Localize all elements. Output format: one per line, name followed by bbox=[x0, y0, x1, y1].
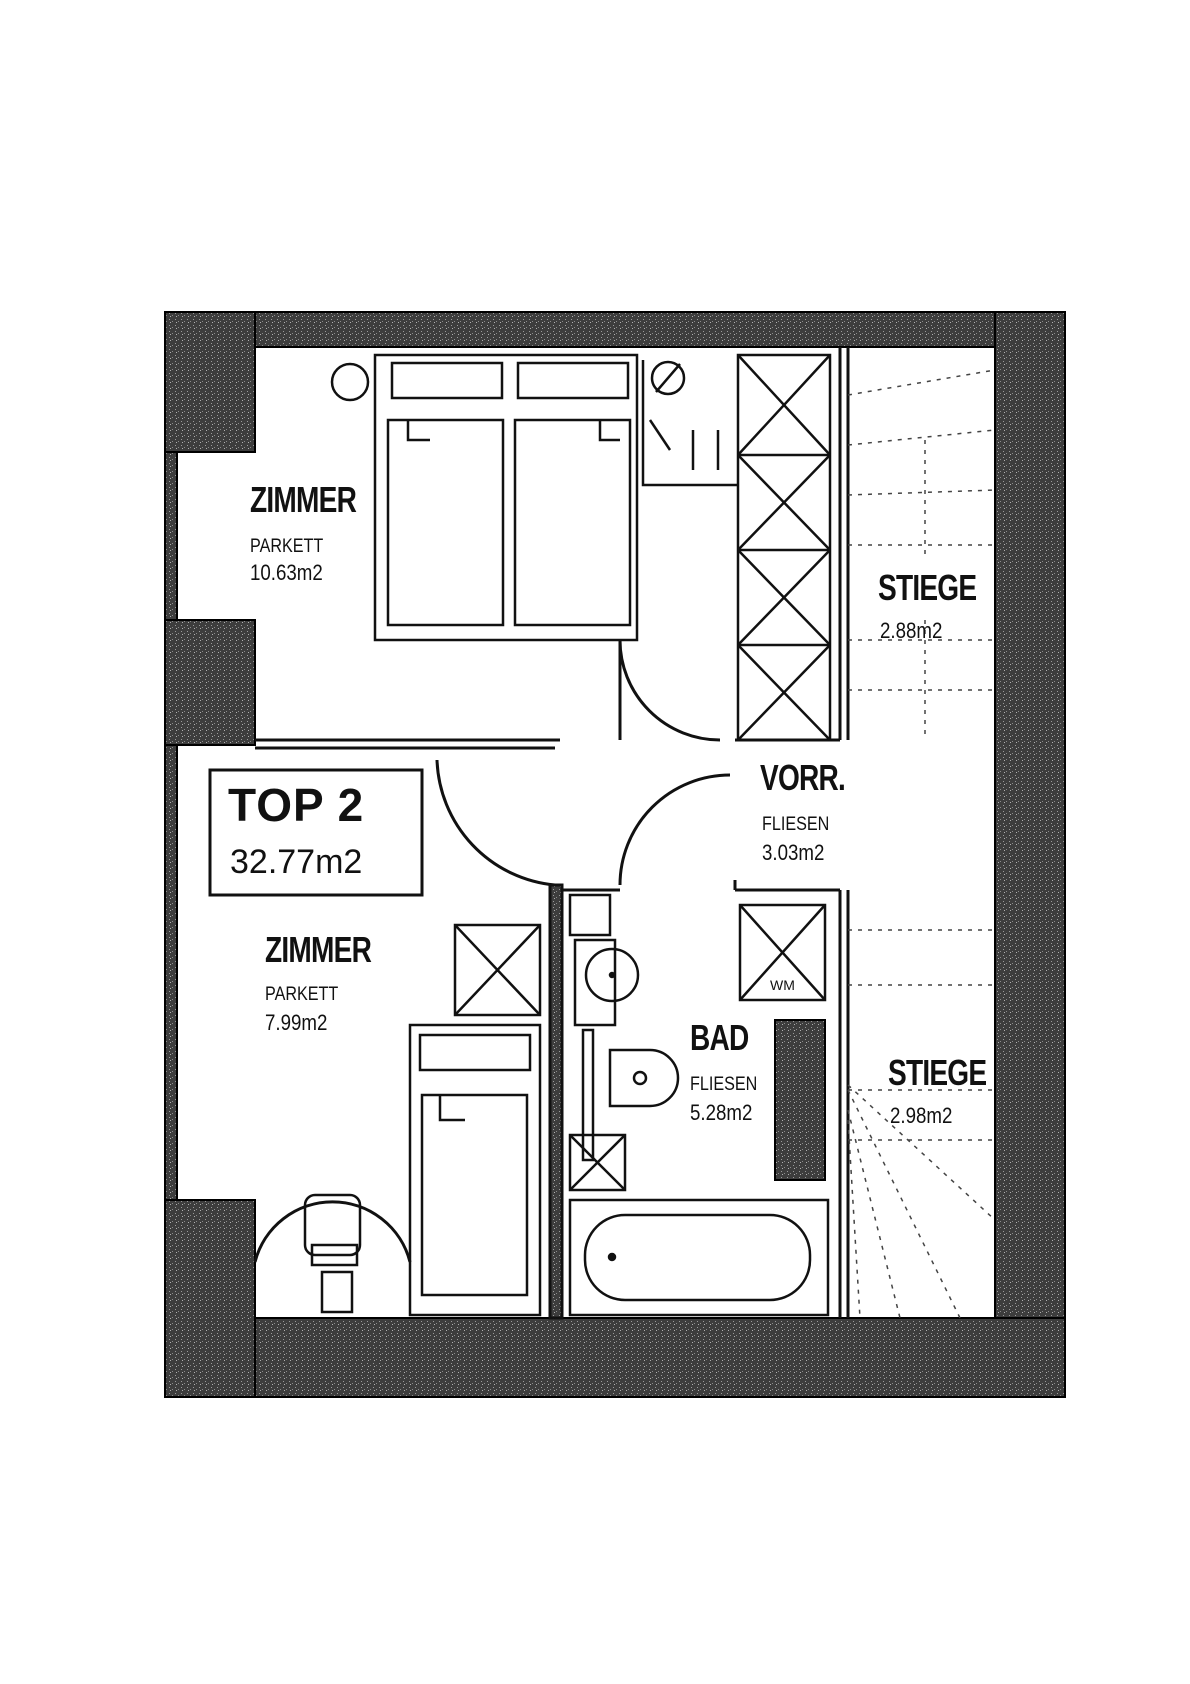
room-zimmer-bottom-material: PARKETT bbox=[265, 984, 339, 1005]
toilet-icon bbox=[608, 1048, 680, 1108]
washer-icon bbox=[738, 903, 827, 1002]
lamp-icon bbox=[330, 362, 370, 402]
wall-left-bottom bbox=[164, 1199, 256, 1398]
wardrobe bbox=[736, 353, 832, 742]
double-bed bbox=[373, 353, 639, 642]
wall-right bbox=[994, 311, 1066, 1398]
door-lower-bedroom bbox=[435, 759, 556, 887]
single-bed bbox=[408, 1023, 542, 1317]
unit-name: TOP 2 bbox=[228, 779, 365, 831]
room-vorraum-material: FLIESEN bbox=[762, 814, 830, 835]
room-zimmer-bottom-name: ZIMMER bbox=[265, 929, 372, 970]
room-vorraum-area: 3.03m2 bbox=[762, 840, 825, 865]
room-bad-area: 5.28m2 bbox=[690, 1100, 753, 1125]
unit-area: 32.77m2 bbox=[230, 843, 363, 881]
wall-bottom bbox=[164, 1317, 1066, 1398]
room-zimmer-bottom-area: 7.99m2 bbox=[265, 1010, 328, 1035]
room-stiege-top-area: 2.88m2 bbox=[880, 618, 943, 643]
unit-label-box bbox=[208, 768, 424, 897]
wall-left-top bbox=[164, 311, 256, 453]
wall-top bbox=[164, 311, 1066, 348]
room-stiege-bottom-area: 2.98m2 bbox=[890, 1103, 953, 1128]
door-upper-bedroom bbox=[618, 639, 721, 742]
window-niche bbox=[641, 360, 738, 487]
room-zimmer-top-area: 10.63m2 bbox=[250, 560, 323, 585]
stairs bbox=[847, 369, 996, 1319]
wall-left-thin-lower bbox=[164, 744, 178, 1201]
room-zimmer-top-material: PARKETT bbox=[250, 536, 324, 557]
bathroom-fixtures bbox=[568, 893, 830, 1317]
room-bad-material: FLIESEN bbox=[690, 1074, 758, 1095]
walls bbox=[164, 311, 1066, 1398]
room-stiege-bottom-name: STIEGE bbox=[888, 1052, 987, 1093]
room-stiege-top-name: STIEGE bbox=[878, 567, 977, 608]
desk-chair-icon bbox=[303, 1193, 362, 1314]
wall-left-mid bbox=[164, 619, 256, 746]
sink-icon bbox=[584, 947, 640, 1003]
door-bottom-left bbox=[253, 1200, 412, 1263]
wall-bath-chimney bbox=[774, 1019, 826, 1181]
doors bbox=[253, 639, 731, 1263]
bathtub-icon bbox=[568, 1198, 830, 1317]
room-vorraum-name: VORR. bbox=[760, 757, 846, 798]
room-bad-name: BAD bbox=[690, 1017, 749, 1058]
door-bathroom bbox=[618, 773, 731, 886]
room-zimmer-top-name: ZIMMER bbox=[250, 479, 357, 520]
shelf-box bbox=[453, 923, 542, 1017]
washer-label: WM bbox=[770, 977, 795, 993]
wall-left-thin-upper bbox=[164, 451, 178, 621]
